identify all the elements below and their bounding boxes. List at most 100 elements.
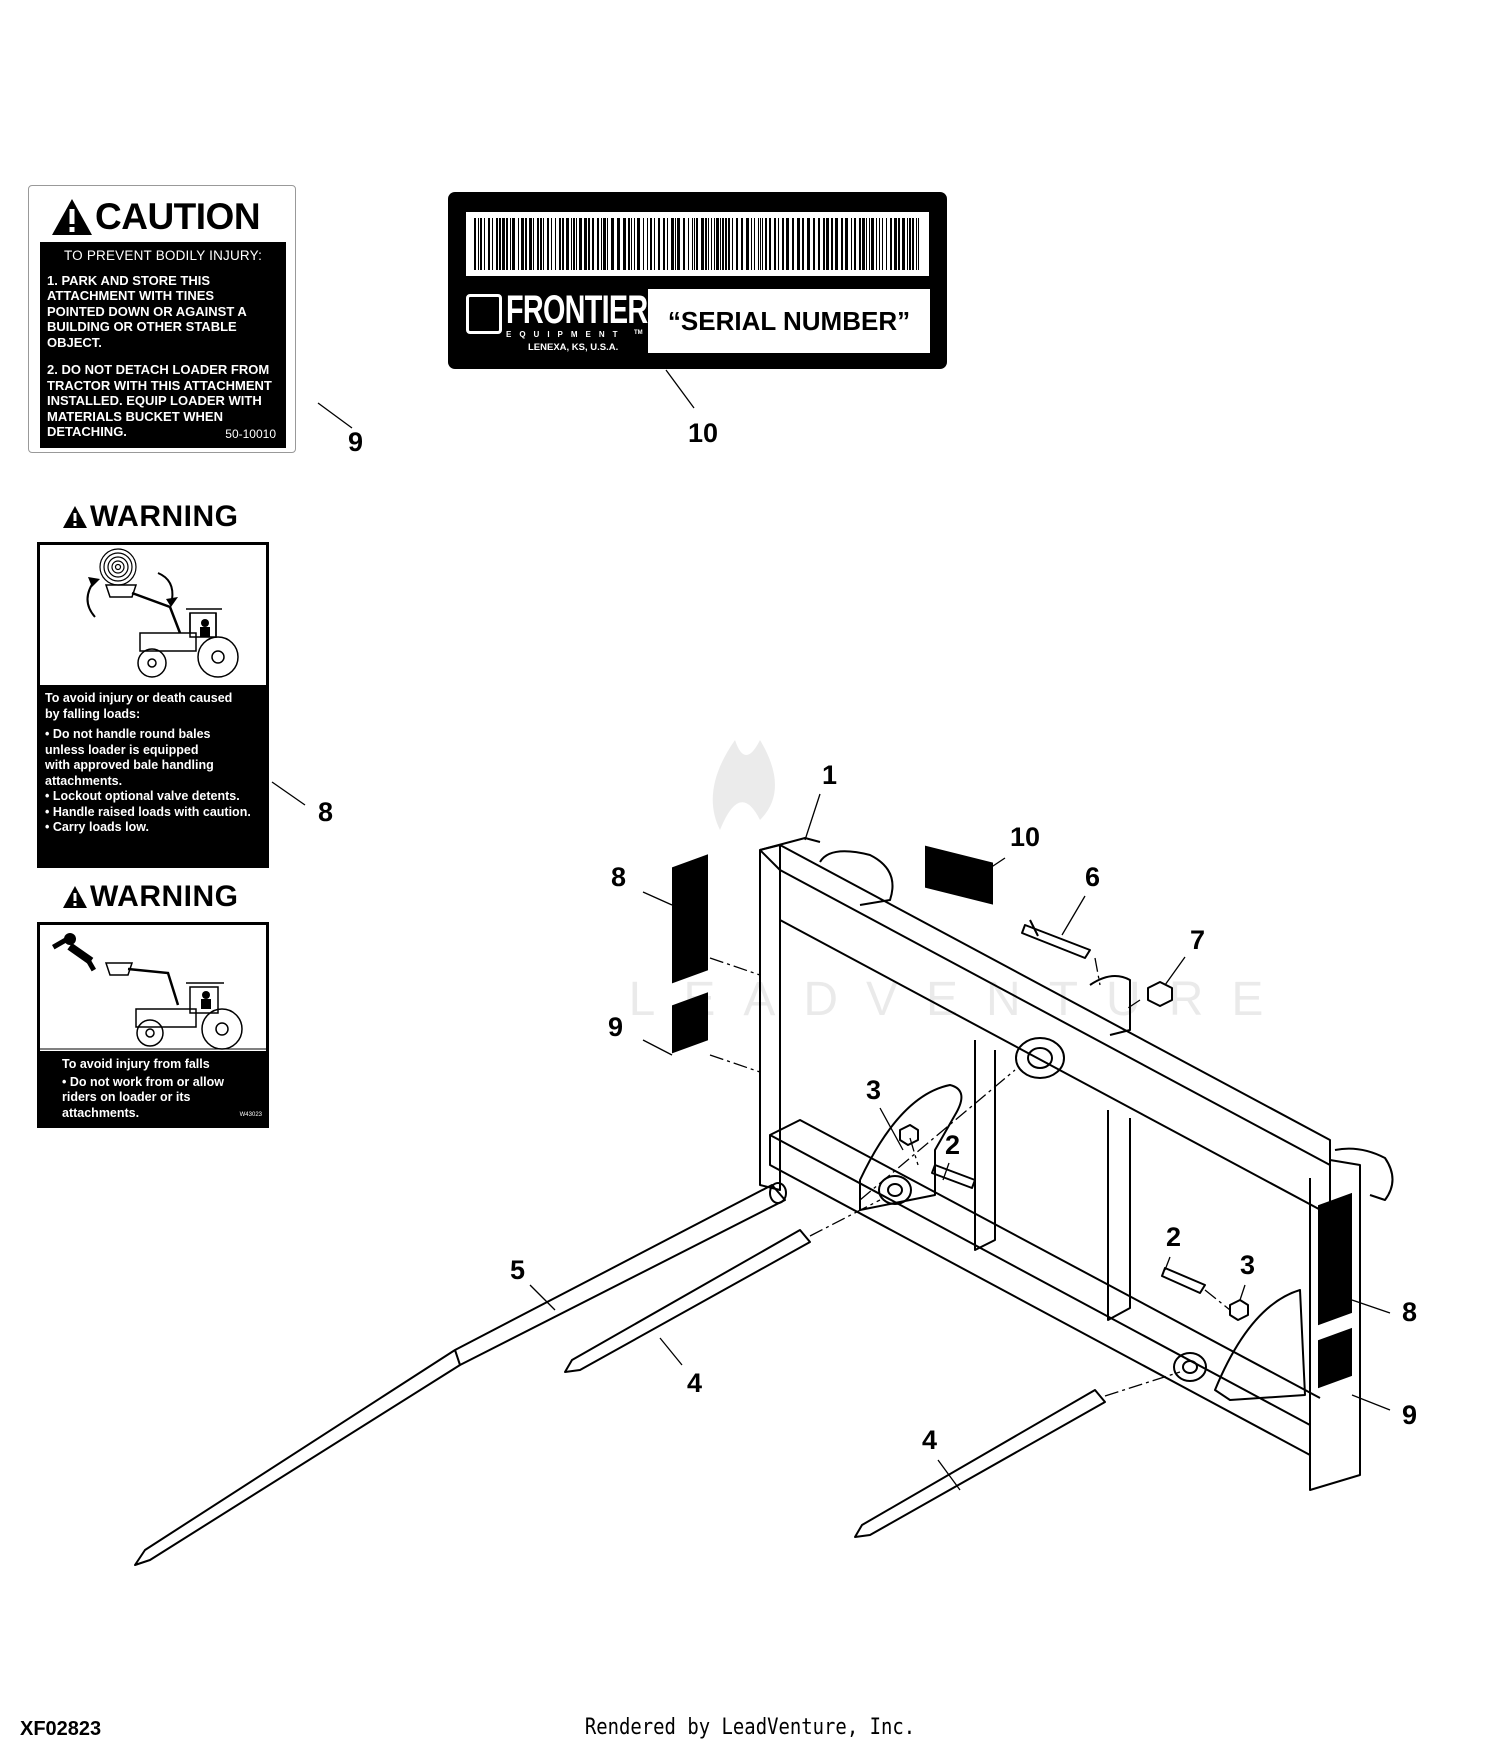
callout-2-left: 2: [945, 1130, 961, 1160]
stabilizer-tine-4-right: [854, 1389, 1106, 1538]
barcode-bar: [499, 218, 501, 270]
barcode-bar: [512, 218, 515, 270]
top-hook-right: [1334, 1147, 1394, 1201]
decal-8-left: [672, 854, 708, 984]
barcode-bar: [826, 218, 829, 270]
barcode-bar: [782, 218, 784, 270]
barcode-bar: [573, 218, 575, 270]
barcode-bar: [576, 218, 577, 270]
barcode-bar: [786, 218, 789, 270]
barcode-bar: [797, 218, 800, 270]
barcode-bar: [533, 218, 534, 270]
barcode-bar: [518, 218, 519, 270]
caution-item-2: 2. DO NOT DETACH LOADER FROM TRACTOR WIT…: [47, 362, 272, 439]
barcode-bar: [862, 218, 865, 270]
tractor-loader-round-bale-illustration: [86, 548, 239, 678]
barcode-bar: [918, 218, 919, 270]
barcode-bar: [611, 218, 614, 270]
left-spear-mount: [859, 1084, 963, 1211]
barcode-bar: [854, 218, 856, 270]
barcode-bar: [869, 218, 870, 270]
barcode-bar: [510, 218, 511, 270]
warning-triangle-icon: [63, 506, 87, 528]
frame-bottom-beam: [769, 1134, 1311, 1456]
barcode-bar: [529, 218, 532, 270]
barcode-bar: [754, 218, 755, 270]
caution-part-code: 50-10010: [225, 426, 276, 441]
barcode-bar: [671, 218, 674, 270]
barcode-bar: [667, 218, 668, 270]
barcode-bar: [502, 218, 505, 270]
barcode-bar: [480, 218, 482, 270]
barcode-bar: [714, 218, 715, 270]
caution-text-panel: TO PREVENT BODILY INJURY: 1. PARK AND ST…: [40, 242, 286, 448]
barcode-bar: [792, 218, 794, 270]
callout-10: 10: [1010, 822, 1041, 852]
assembly-lines: [709, 869, 1231, 1397]
barcode-bar: [871, 218, 874, 270]
caution-subheading: TO PREVENT BODILY INJURY:: [63, 248, 263, 263]
barcode-bars: [474, 218, 919, 270]
barcode-bar: [774, 218, 776, 270]
barcode-bar: [677, 218, 680, 270]
long-spear-5: [134, 1184, 786, 1566]
callout-8-right: 8: [1402, 1297, 1418, 1327]
caution-heading: CAUTION: [51, 196, 261, 238]
barcode-bar: [725, 218, 727, 270]
frontier-logo: FRONTIER EQUIPMENT TM LENEXA, KS, U.S.A.: [466, 288, 648, 356]
barcode: [466, 212, 929, 276]
callout-10-label: 10: [688, 418, 719, 448]
callout-2-right: 2: [1166, 1222, 1182, 1252]
barcode-bar: [760, 218, 761, 270]
barcode-bar: [741, 218, 743, 270]
barcode-bar: [597, 218, 599, 270]
barcode-bar: [643, 218, 644, 270]
callout-8-left: 8: [611, 862, 627, 892]
barcode-bar: [688, 218, 689, 270]
barcode-bar: [916, 218, 917, 270]
barcode-bar: [845, 218, 848, 270]
callout-1: 1: [822, 760, 838, 790]
barcode-bar: [543, 218, 544, 270]
barcode-bar: [879, 218, 880, 270]
callout-5: 5: [510, 1255, 526, 1285]
barcode-bar: [696, 218, 698, 270]
barcode-bar: [701, 218, 704, 270]
frame-right-upright: [1309, 1159, 1361, 1491]
warning-decal-1-heading: WARNING: [62, 500, 239, 534]
callout-9-left: 9: [608, 1012, 624, 1042]
barcode-bar: [683, 218, 685, 270]
barcode-bar: [571, 218, 572, 270]
barcode-bar: [902, 218, 905, 270]
leadventure-watermark: LEADVENTURE: [629, 740, 1263, 1026]
barcode-bar: [802, 218, 804, 270]
pin-6: [1021, 924, 1091, 959]
barcode-bar: [484, 218, 485, 270]
barcode-bar: [751, 218, 752, 270]
barcode-bar: [617, 218, 620, 270]
barcode-bar: [607, 218, 608, 270]
barcode-bar: [831, 218, 833, 270]
barcode-bar: [562, 218, 564, 270]
barcode-bar: [898, 218, 900, 270]
barcode-bar: [478, 218, 479, 270]
callout-7: 7: [1190, 925, 1206, 955]
barcode-bar: [506, 218, 508, 270]
barcode-bar: [758, 218, 759, 270]
barcode-bar: [474, 218, 476, 270]
barcode-bar: [769, 218, 771, 270]
callout-4-right: 4: [922, 1425, 938, 1455]
barcode-bar: [866, 218, 867, 270]
barcode-bar: [886, 218, 887, 270]
callout-6: 6: [1085, 862, 1101, 892]
barcode-bar: [912, 218, 914, 270]
barcode-bar: [647, 218, 648, 270]
barcode-bar: [851, 218, 852, 270]
barcode-bar: [807, 218, 810, 270]
tractor-rider-fall-illustration: [40, 933, 266, 1050]
stabilizer-tine-4-left: [564, 1229, 811, 1373]
barcode-bar: [601, 218, 602, 270]
decal-9-left: [672, 992, 708, 1054]
barcode-bar: [746, 218, 749, 270]
